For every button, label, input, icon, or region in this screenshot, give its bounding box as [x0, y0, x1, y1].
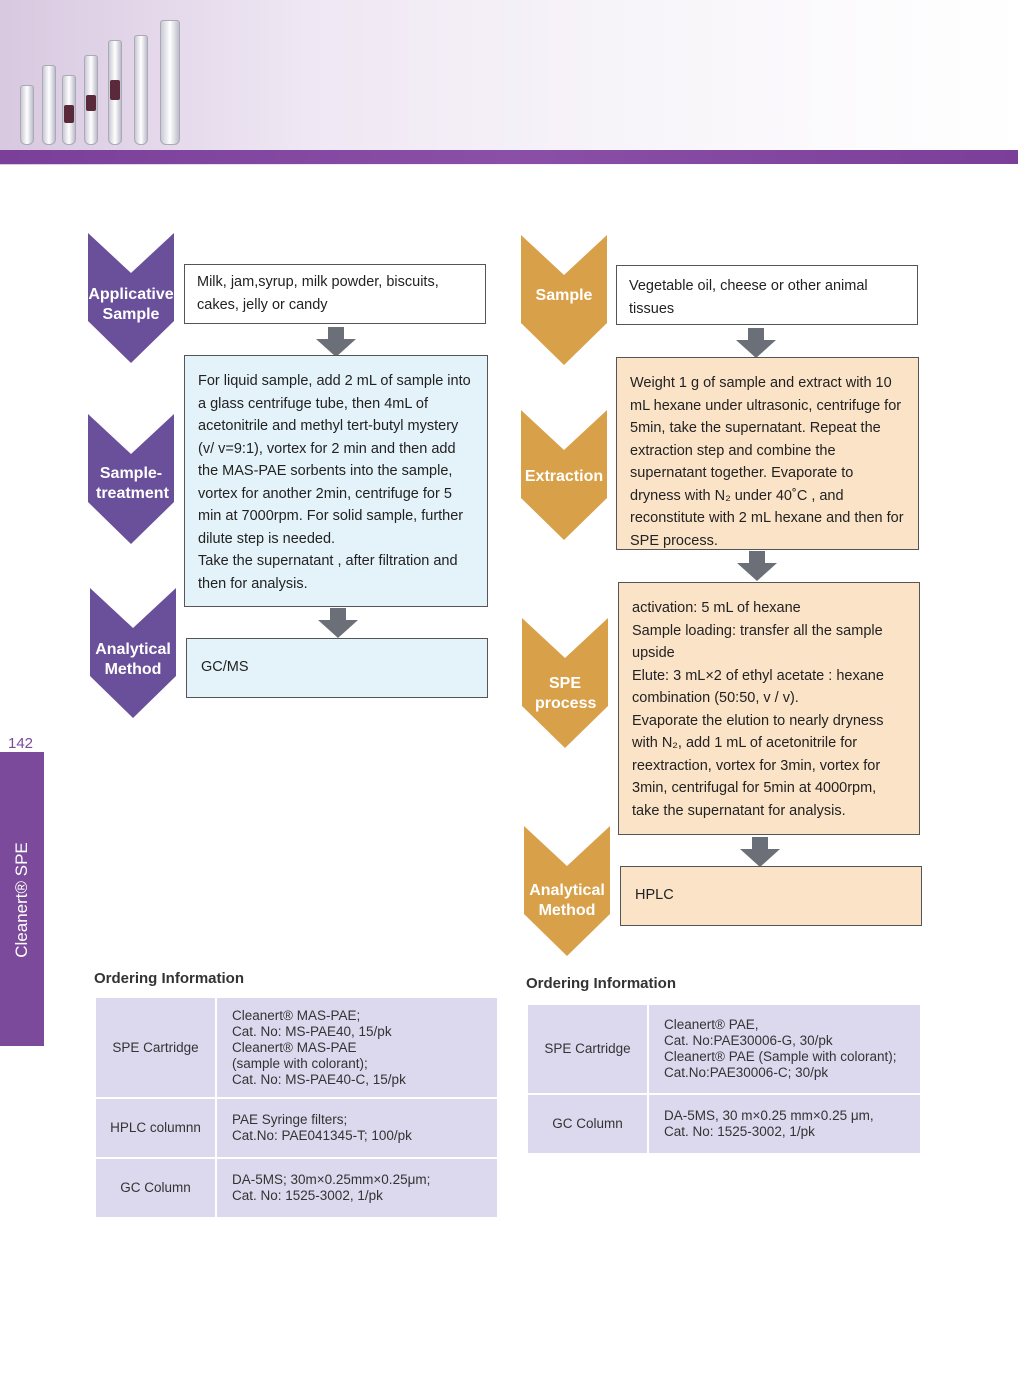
- table-cell: Cleanert® MAS-PAE; Cat. No: MS-PAE40, 15…: [216, 997, 498, 1098]
- chevron-sample: Sample: [521, 235, 607, 365]
- table-row: GC Column DA-5MS, 30 m×0.25 mm×0.25 μm, …: [527, 1094, 921, 1154]
- down-arrow-icon: [318, 608, 358, 638]
- table-row: SPE Cartridge Cleanert® MAS-PAE; Cat. No…: [95, 997, 498, 1098]
- chevron-analytical-method: Analytical Method: [90, 588, 176, 718]
- tube-image: [160, 20, 180, 145]
- table-cell: DA-5MS; 30m×0.25mm×0.25μm; Cat. No: 1525…: [216, 1158, 498, 1218]
- box-text: Weight 1 g of sample and extract with 10…: [630, 372, 905, 552]
- box-text: HPLC: [635, 884, 907, 907]
- analytical-method-box: GC/MS: [186, 638, 488, 698]
- table-cell: DA-5MS, 30 m×0.25 mm×0.25 μm, Cat. No: 1…: [648, 1094, 921, 1154]
- sample-treatment-box: For liquid sample, add 2 mL of sample in…: [184, 355, 488, 607]
- table-row: GC Column DA-5MS; 30m×0.25mm×0.25μm; Cat…: [95, 1158, 498, 1218]
- chevron-label: Sample: [521, 286, 607, 306]
- box-text: Vegetable oil, cheese or other animal ti…: [629, 275, 905, 320]
- table-row: HPLC columnn PAE Syringe filters; Cat.No…: [95, 1098, 498, 1158]
- box-text: Milk, jam,syrup, milk powder, biscuits, …: [197, 271, 473, 316]
- chevron-label: Extraction: [521, 467, 607, 487]
- ordering-table-left: SPE Cartridge Cleanert® MAS-PAE; Cat. No…: [94, 996, 499, 1219]
- chevron-spe-process: SPE process: [522, 618, 608, 748]
- tube-image: [20, 85, 34, 145]
- box-text: GC/MS: [201, 656, 473, 679]
- tube-image: [64, 105, 74, 123]
- side-tab-label: Cleanert® SPE: [12, 842, 32, 958]
- tube-image: [110, 80, 120, 100]
- table-cell: PAE Syringe filters; Cat.No: PAE041345-T…: [216, 1098, 498, 1158]
- header-banner: [0, 0, 1018, 165]
- down-arrow-icon: [736, 328, 776, 358]
- down-arrow-icon: [316, 327, 356, 357]
- box-text: For liquid sample, add 2 mL of sample in…: [198, 370, 474, 595]
- banner-bar: [0, 150, 1018, 164]
- ordering-info-title: Ordering Information: [526, 975, 676, 992]
- table-cell: HPLC columnn: [95, 1098, 216, 1158]
- extraction-box: Weight 1 g of sample and extract with 10…: [616, 357, 919, 550]
- chevron-analytical-method-right: Analytical Method: [524, 826, 610, 956]
- page-number: 142: [8, 735, 33, 752]
- table-cell: Cleanert® PAE, Cat. No:PAE30006-G, 30/pk…: [648, 1004, 921, 1094]
- table-cell: SPE Cartridge: [527, 1004, 648, 1094]
- hplc-box: HPLC: [620, 866, 922, 926]
- chevron-label: Analytical Method: [529, 881, 605, 921]
- table-cell: SPE Cartridge: [95, 997, 216, 1098]
- chevron-label: Analytical Method: [95, 640, 171, 680]
- chevron-extraction: Extraction: [521, 410, 607, 540]
- spe-process-box: activation: 5 mL of hexane Sample loadin…: [618, 582, 920, 835]
- chevron-label: Applicative Sample: [88, 285, 174, 325]
- table-row: SPE Cartridge Cleanert® PAE, Cat. No:PAE…: [527, 1004, 921, 1094]
- down-arrow-icon: [740, 837, 780, 867]
- chevron-sample-treatment: Sample-treatment: [88, 414, 174, 544]
- table-cell: GC Column: [527, 1094, 648, 1154]
- chevron-applicative-sample: Applicative Sample: [88, 233, 174, 363]
- ordering-table-right: SPE Cartridge Cleanert® PAE, Cat. No:PAE…: [526, 1003, 922, 1155]
- box-text: activation: 5 mL of hexane Sample loadin…: [632, 597, 906, 822]
- applicative-sample-box: Milk, jam,syrup, milk powder, biscuits, …: [184, 264, 486, 324]
- chevron-label: SPE process: [535, 674, 595, 714]
- tube-image: [42, 65, 56, 145]
- sample-box: Vegetable oil, cheese or other animal ti…: [616, 265, 918, 325]
- tube-image: [86, 95, 96, 111]
- table-cell: GC Column: [95, 1158, 216, 1218]
- down-arrow-icon: [737, 551, 777, 581]
- ordering-info-title: Ordering Information: [94, 970, 244, 987]
- chevron-label: Sample-treatment: [96, 464, 166, 504]
- tube-image: [134, 35, 148, 145]
